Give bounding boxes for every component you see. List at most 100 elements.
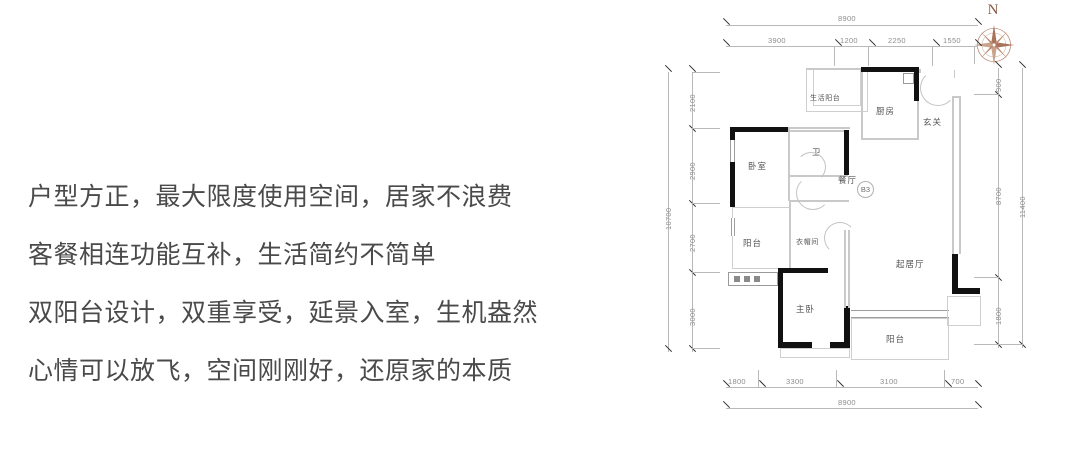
dim-right-seg-line bbox=[998, 68, 999, 348]
dim-top-seg-1: 3900 bbox=[768, 36, 786, 45]
bathroom-door-arc bbox=[796, 152, 826, 182]
dim-bottom-seg-1: 1800 bbox=[728, 377, 746, 386]
cloakroom-door-arc bbox=[796, 176, 830, 210]
fixture-detail bbox=[734, 276, 740, 282]
wall bbox=[790, 130, 846, 132]
dim-ext bbox=[836, 370, 837, 387]
dim-ext bbox=[692, 72, 720, 73]
balcony-left-window bbox=[731, 218, 735, 236]
entry-door-arc bbox=[920, 70, 956, 106]
balcony-right-ext bbox=[947, 296, 981, 326]
dim-tick bbox=[758, 379, 767, 388]
master-outline-bottom bbox=[780, 348, 850, 358]
wall-thick bbox=[778, 268, 828, 273]
room-label-balcony-left: 阳台 bbox=[743, 238, 763, 248]
room-label-bedroom: 卧室 bbox=[748, 161, 768, 171]
dim-ext bbox=[692, 272, 720, 273]
wall bbox=[848, 230, 850, 308]
dim-right-seg-3: 1800 bbox=[994, 307, 1003, 325]
room-label-balcony-right: 阳台 bbox=[886, 334, 906, 344]
balcony-fixture bbox=[728, 272, 778, 286]
dim-tick bbox=[688, 64, 697, 73]
dim-bottom-seg-2: 3300 bbox=[786, 377, 804, 386]
wall-thick bbox=[952, 288, 980, 294]
dim-tick bbox=[868, 38, 877, 47]
dim-right-seg-2: 8700 bbox=[994, 187, 1003, 205]
wall bbox=[952, 96, 954, 254]
dim-tick bbox=[722, 400, 731, 409]
room-label-cloakroom: 衣帽间 bbox=[796, 239, 819, 246]
wall bbox=[919, 69, 921, 73]
wall bbox=[952, 96, 961, 98]
dim-tick bbox=[932, 38, 941, 47]
dim-bottom-seg-line bbox=[726, 387, 978, 388]
dim-bottom-total-line bbox=[726, 408, 978, 409]
wall-thick bbox=[844, 306, 850, 348]
dim-ext bbox=[932, 46, 933, 66]
dim-tick bbox=[664, 64, 673, 73]
compass-rose: N bbox=[958, 2, 1028, 74]
dim-tick bbox=[722, 38, 731, 47]
dim-bottom-seg-3: 3100 bbox=[880, 377, 898, 386]
copy-line-4: 心情可以放飞，空间刚刚好，还原家的本质 bbox=[28, 357, 513, 385]
wall-thick bbox=[844, 130, 849, 175]
room-label-living: 起居厅 bbox=[896, 259, 925, 269]
dim-top-total-line bbox=[726, 25, 978, 26]
wall bbox=[959, 96, 961, 254]
dim-left-seg-line bbox=[692, 72, 693, 352]
dim-bottom-seg-4: 700 bbox=[951, 377, 965, 386]
dim-right-total-line bbox=[1022, 68, 1023, 348]
wall-thick bbox=[952, 254, 958, 294]
dim-ext bbox=[834, 46, 835, 66]
dim-bottom-total: 8900 bbox=[838, 398, 856, 407]
room-label-life-balcony: 生活阳台 bbox=[810, 95, 841, 102]
dim-left-total-line bbox=[668, 72, 669, 352]
copy-line-3: 双阳台设计，双重享受，延景入室，生机盎然 bbox=[28, 299, 539, 327]
balcony-right-window bbox=[851, 310, 949, 318]
wall-thick bbox=[861, 67, 919, 72]
wall bbox=[917, 101, 919, 139]
compass-rose-icon bbox=[973, 24, 1015, 66]
dim-tick bbox=[974, 400, 983, 409]
wall bbox=[788, 129, 790, 201]
dim-top-total: 8900 bbox=[838, 14, 856, 23]
room-label-kitchen: 厨房 bbox=[876, 106, 896, 116]
copy-line-1: 户型方正，最大限度使用空间，居家不浪费 bbox=[28, 183, 513, 211]
dim-top-seg-2: 1200 bbox=[840, 36, 858, 45]
dim-ext bbox=[692, 128, 720, 129]
cloakroom-door-arc-2 bbox=[824, 222, 856, 254]
wall bbox=[806, 68, 868, 70]
compass-north-label: N bbox=[987, 2, 999, 18]
wall-thick bbox=[830, 342, 850, 348]
floor-plan: N 8900 3900 1200 bbox=[648, 0, 1080, 450]
dim-left-seg-3: 2700 bbox=[688, 234, 697, 252]
dim-top-seg-3: 2250 bbox=[888, 36, 906, 45]
room-label-dining: 餐厅 bbox=[838, 175, 858, 185]
kitchen-fixture bbox=[903, 73, 914, 84]
wall bbox=[844, 230, 846, 308]
dim-ext bbox=[944, 370, 945, 387]
dim-left-seg-4: 3000 bbox=[688, 308, 697, 326]
dim-ext bbox=[758, 370, 759, 387]
wall-thick bbox=[778, 268, 783, 348]
wall bbox=[789, 200, 791, 268]
dim-ext bbox=[692, 348, 720, 349]
dim-right-total: 11400 bbox=[1018, 196, 1027, 218]
wall bbox=[861, 138, 919, 140]
dim-right-seg-1: 900 bbox=[994, 78, 1003, 92]
fixture-detail bbox=[744, 276, 750, 282]
dim-tick bbox=[836, 379, 845, 388]
room-label-master: 主卧 bbox=[796, 304, 816, 314]
wall-thick bbox=[914, 67, 919, 101]
dim-tick bbox=[722, 17, 731, 26]
dim-ext bbox=[974, 94, 1000, 95]
wall bbox=[788, 127, 850, 129]
marketing-copy-block: 户型方正，最大限度使用空间，居家不浪费 客餐相连功能互补，生活简约不简单 双阳台… bbox=[28, 168, 648, 400]
dim-ext bbox=[974, 46, 975, 64]
dim-left-seg-2: 2900 bbox=[688, 162, 697, 180]
wall-thick bbox=[778, 342, 812, 348]
balcony-right-outline bbox=[851, 318, 949, 360]
unit-code-badge: B3 bbox=[857, 181, 874, 198]
wall-thick bbox=[730, 127, 790, 132]
bedroom-window bbox=[730, 140, 735, 162]
